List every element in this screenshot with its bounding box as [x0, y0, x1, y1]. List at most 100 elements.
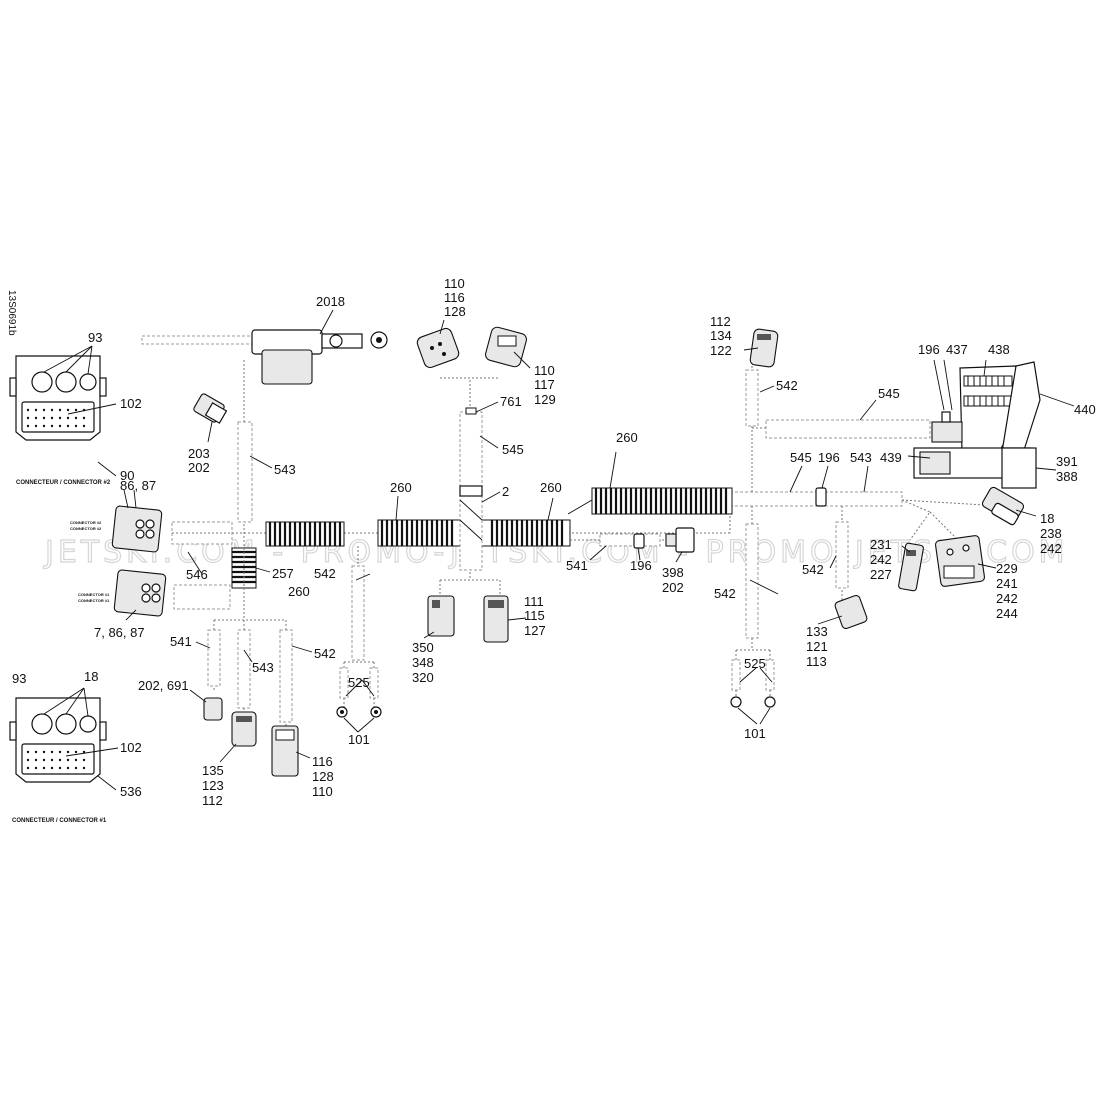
callout-129: 129 [534, 392, 556, 407]
connector-398-202 [665, 527, 695, 553]
callout-391: 391 [1056, 454, 1078, 469]
callout-260-mid: 260 [540, 480, 562, 495]
callout-18-lower: 18 [84, 669, 98, 684]
leader-lines [43, 309, 1075, 791]
conduit-260-right [567, 487, 733, 515]
callout-257: 257 [272, 566, 294, 581]
sleeve-543-upper [237, 421, 253, 523]
callout-260-center: 260 [390, 480, 412, 495]
ecm-module [931, 361, 1041, 453]
callout-115: 115 [524, 608, 545, 623]
branches [141, 335, 1001, 726]
connector-229-241-242-244 [934, 535, 986, 587]
callout-116: 116 [444, 290, 465, 305]
side-connector-2 [111, 505, 163, 553]
callout-128-lower: 128 [312, 769, 334, 784]
callout-525-left: 525 [348, 675, 370, 690]
connector-18-238-242 [981, 486, 1025, 526]
ring-terminals-right [730, 696, 776, 708]
callout-543-upper: 543 [274, 462, 296, 477]
callout-127: 127 [524, 623, 546, 638]
conduit-260-left [265, 521, 345, 547]
callout-350: 350 [412, 640, 434, 655]
callout-244: 244 [996, 606, 1018, 621]
callout-110: 110 [444, 276, 465, 291]
callout-135: 135 [202, 763, 224, 778]
callout-123: 123 [202, 778, 224, 793]
callout-134: 134 [710, 328, 732, 343]
callout-260-right: 260 [616, 430, 638, 445]
callout-122: 122 [710, 343, 732, 358]
callout-543-lower: 543 [252, 660, 274, 675]
callout-112-lower: 112 [202, 793, 223, 808]
callout-348: 348 [412, 655, 434, 670]
callout-102-upper: 102 [120, 396, 142, 411]
callout-438: 438 [988, 342, 1010, 357]
callout-117: 117 [534, 377, 555, 392]
caption-connector-2: CONNECTEUR / CONNECTOR #2 [16, 480, 111, 486]
connector-350-348-320 [427, 595, 455, 637]
callout-545-right: 545 [790, 450, 812, 465]
side-caption-c1a: CONNECTOR #1 [78, 592, 110, 597]
callout-93-upper: 93 [88, 330, 102, 345]
parts [9, 326, 1041, 783]
callout-196-lower: 196 [630, 558, 652, 573]
callout-101-left: 101 [348, 732, 370, 747]
callout-242-b: 242 [870, 552, 892, 567]
caption-connector-1: CONNECTEUR / CONNECTOR #1 [12, 818, 107, 824]
callout-525-right: 525 [744, 656, 766, 671]
callout-202-lower: 202 [662, 580, 684, 595]
sleeve-542-mid [351, 565, 365, 661]
callout-7-86-87: 7, 86, 87 [94, 625, 145, 640]
callout-102-lower: 102 [120, 740, 142, 755]
sleeve-543-lower [237, 629, 251, 709]
connector-111-115-127 [483, 595, 509, 643]
callout-86-87: 86, 87 [120, 478, 156, 493]
callout-2: 2 [502, 484, 509, 499]
callout-761: 761 [500, 394, 522, 409]
callout-202-691: 202, 691 [138, 678, 189, 693]
sleeve-541-left [207, 629, 221, 687]
connector-2-face-view [9, 355, 107, 441]
callout-437: 437 [946, 342, 968, 357]
callout-101-right: 101 [744, 726, 766, 741]
connector-116-128-110 [271, 725, 299, 777]
callout-542-mid: 542 [314, 566, 336, 581]
callout-196-ecm: 196 [918, 342, 940, 357]
callout-203: 203 [188, 446, 210, 461]
callout-320: 320 [412, 670, 434, 685]
callout-112: 112 [710, 314, 731, 329]
callout-542-left: 542 [314, 646, 336, 661]
callout-229: 229 [996, 561, 1018, 576]
callout-242-a: 242 [1040, 541, 1062, 556]
callout-542-upper-right: 542 [776, 378, 798, 393]
callout-133: 133 [806, 624, 828, 639]
sleeve-542-upper-right [745, 369, 759, 427]
callout-2018: 2018 [316, 294, 345, 309]
callout-238: 238 [1040, 526, 1062, 541]
connector-110-117-129 [485, 326, 527, 368]
connector-133-121-113 [834, 594, 868, 630]
callout-439: 439 [880, 450, 902, 465]
connector-203-202 [193, 393, 228, 424]
ring-terminals-left [336, 706, 382, 718]
callout-545-center: 545 [502, 442, 524, 457]
callout-128: 128 [444, 304, 466, 319]
sensor-2018 [251, 329, 388, 385]
sleeve-542-left [279, 629, 293, 723]
callout-542-right-a: 542 [802, 562, 824, 577]
main-trunk [171, 487, 903, 589]
side-caption-c2b: CONNECTOR #2 [70, 526, 102, 531]
relay-block-391-388 [913, 447, 1037, 489]
callout-542-right-b: 542 [714, 586, 736, 601]
callout-543-right: 543 [850, 450, 872, 465]
callout-110-lower: 110 [312, 784, 333, 799]
connector-1-face-view [9, 697, 107, 783]
callout-93-lower: 93 [12, 671, 26, 686]
callout-242-c: 242 [996, 591, 1018, 606]
sleeve-545-upper-right [765, 419, 931, 439]
connector-110-116-128 [416, 327, 460, 369]
callout-536: 536 [120, 784, 142, 799]
callout-541-left: 541 [170, 634, 192, 649]
side-caption-c1b: CONNECTOR #1 [78, 598, 110, 603]
